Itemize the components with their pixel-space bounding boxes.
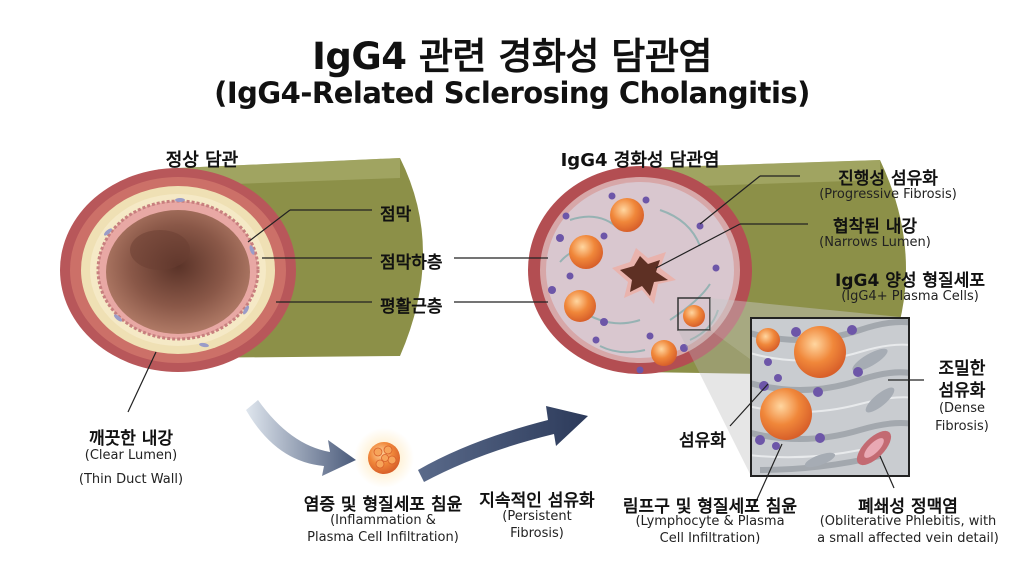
- label-inflammation-ko: 염증 및 형질세포 침윤: [303, 495, 463, 515]
- inset-plasma-cluster-2: [760, 388, 812, 440]
- label-dense-fibrosis-en2: Fibrosis): [935, 419, 989, 434]
- label-persistent-fibrosis-en1: (Persistent: [502, 509, 572, 524]
- label-obliterative-phlebitis-en2: a small affected vein detail): [817, 531, 999, 546]
- label-lymphocyte-infiltration-en1: (Lymphocyte & Plasma: [635, 514, 785, 529]
- label-progressive-fibrosis-en: (Progressive Fibrosis): [819, 187, 957, 202]
- label-mucosa: 점막: [380, 205, 412, 225]
- label-lymphocyte-infiltration-en2: Cell Infiltration): [659, 531, 761, 546]
- label-submucosa: 점막하층: [380, 253, 443, 273]
- label-fibrosis: 섬유화: [679, 431, 726, 451]
- normal-duct: [60, 158, 423, 372]
- inflammation-cell-cluster: [354, 428, 414, 488]
- label-clear-lumen-en: (Clear Lumen): [84, 448, 178, 463]
- label-dense-fibrosis-ko1: 조밀한: [938, 359, 986, 379]
- label-thin-duct-wall: (Thin Duct Wall): [78, 472, 184, 487]
- arrow-to-diseased: [418, 406, 588, 482]
- label-progressive-fibrosis-ko: 진행성 섬유화: [838, 169, 938, 189]
- label-obliterative-phlebitis-ko: 폐쇄성 정맥염: [858, 497, 958, 517]
- label-clear-lumen-ko: 깨끗한 내강: [88, 429, 174, 449]
- label-igg4-plasma-cells-en: (IgG4+ Plasma Cells): [841, 289, 979, 304]
- page-subtitle: (IgG4-Related Sclerosing Cholangitis): [214, 76, 810, 110]
- zoom-region: [677, 297, 711, 331]
- label-dense-fibrosis-en1: (Dense: [938, 401, 986, 416]
- label-igg4-plasma-cells-ko: IgG4 양성 형질세포: [835, 271, 985, 291]
- normal-duct-heading: 정상 담관: [165, 150, 239, 171]
- plasma-cell-clusters: [564, 198, 705, 366]
- micro-detail-inset: [750, 317, 910, 477]
- diseased-leader-lines: [655, 175, 924, 507]
- label-narrowed-lumen-ko: 협착된 내강: [832, 217, 918, 237]
- normal-leader-lines: [127, 209, 372, 413]
- diseased-duct-heading: IgG4 경화성 담관염: [560, 150, 720, 171]
- label-inflammation-en2: Plasma Cell Infiltration): [307, 530, 459, 545]
- label-persistent-fibrosis-ko: 지속적인 섬유화: [479, 491, 595, 511]
- page-title: IgG4 관련 경화성 담관염: [312, 35, 712, 78]
- inset-plasma-cluster-1: [794, 326, 846, 378]
- label-persistent-fibrosis-en2: Fibrosis): [510, 526, 564, 541]
- label-narrowed-lumen-en: (Narrows Lumen): [819, 235, 931, 250]
- normal-lumen: [106, 210, 250, 334]
- center-leader-lines: [454, 257, 548, 303]
- label-lymphocyte-infiltration-ko: 림프구 및 형질세포 침윤: [622, 497, 798, 517]
- lymphocytes: [548, 192, 720, 374]
- label-dense-fibrosis-ko2: 섬유화: [938, 381, 986, 401]
- label-smooth-muscle: 평활근층: [380, 297, 443, 317]
- arrow-to-inflammation: [246, 400, 356, 476]
- label-obliterative-phlebitis-en1: (Obliterative Phlebitis, with: [819, 514, 997, 529]
- label-inflammation-en1: (Inflammation &: [330, 513, 436, 528]
